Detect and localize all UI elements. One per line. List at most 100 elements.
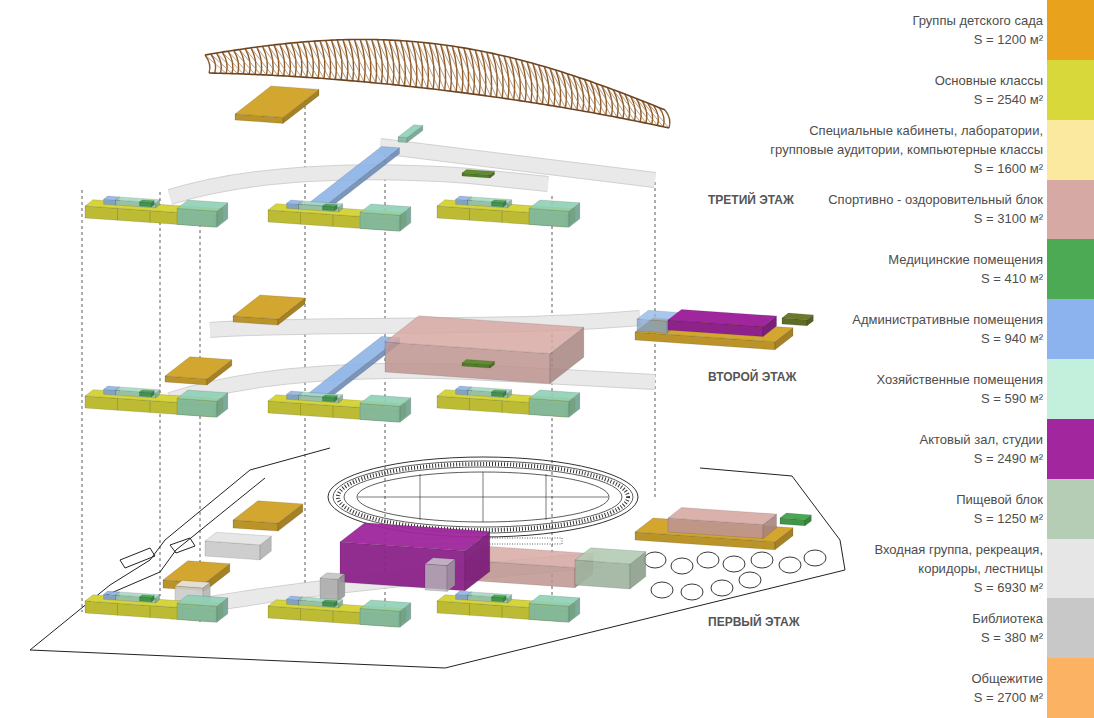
roof-brace <box>395 40 416 87</box>
roof-brace <box>590 81 611 116</box>
tree-symbol <box>739 572 761 588</box>
second-floor <box>85 295 813 422</box>
alignment-lines <box>82 100 655 622</box>
block-face <box>425 564 447 592</box>
block-face <box>462 170 495 176</box>
roof-brace <box>251 48 272 75</box>
legend-label: Основные классы S = 2540 м² <box>935 71 1043 109</box>
block-face <box>177 208 217 227</box>
roof-brace <box>257 47 278 76</box>
block-face <box>398 137 407 143</box>
third-floor <box>85 86 655 231</box>
roof-brace <box>355 39 376 82</box>
legend-label: Входная группа, рекреация, коридоры, лес… <box>874 540 1043 597</box>
legend-swatch <box>1047 419 1094 479</box>
roof-brace <box>234 50 255 74</box>
block-face <box>320 578 338 601</box>
block-face <box>492 390 507 393</box>
block-face <box>177 390 228 401</box>
roof-rib <box>205 55 210 73</box>
block-face <box>780 513 811 520</box>
medical-room <box>323 395 338 402</box>
tree-symbol <box>723 556 745 572</box>
roof-brace <box>360 39 381 83</box>
utility-room <box>299 201 343 212</box>
legend-label: Специальные кабинеты, лаборатории, групп… <box>770 121 1043 178</box>
utility-block <box>398 125 423 143</box>
floor-label: ТРЕТИЙ ЭТАЖ <box>708 193 794 207</box>
roof-brace <box>297 43 318 79</box>
first-floor <box>30 448 845 668</box>
assembly-hall <box>668 310 777 337</box>
roof-brace <box>211 54 232 74</box>
legend-label: Хозяйственные помещения S = 590 м² <box>876 370 1043 408</box>
running-track <box>357 472 609 522</box>
terrace <box>782 313 813 326</box>
roof-brace <box>418 42 439 90</box>
utility-block <box>360 600 411 627</box>
wing-divider <box>502 606 503 618</box>
roof-brace <box>406 41 427 88</box>
roof-brace <box>493 53 514 99</box>
block-face <box>529 390 580 401</box>
legend-swatch <box>1047 239 1094 299</box>
roof-brace <box>240 49 261 74</box>
corridor-outline <box>170 371 655 400</box>
utility-block <box>360 395 411 422</box>
tree-symbol <box>697 552 719 568</box>
block-face <box>165 357 232 379</box>
legend-swatch <box>1047 359 1094 419</box>
roof-brace <box>309 42 330 79</box>
roof-rib <box>550 68 555 106</box>
kindergarten-block <box>165 357 232 385</box>
medical-room <box>140 595 155 602</box>
roof-brace <box>412 41 433 89</box>
utility-room <box>468 592 512 603</box>
medical-room <box>492 390 507 397</box>
wing-divider <box>117 398 118 410</box>
tree-symbol <box>651 582 673 598</box>
library-block <box>320 573 345 602</box>
legend-label: Административные помещения S = 940 м² <box>852 310 1043 348</box>
block-face <box>177 200 228 211</box>
field-line <box>358 497 608 498</box>
tree-symbol <box>804 550 826 566</box>
roof-brace <box>274 45 295 77</box>
roof-brace <box>585 79 606 115</box>
legend-swatch <box>1047 658 1094 718</box>
legend-swatch <box>1047 598 1094 658</box>
running-track <box>333 461 633 533</box>
kindergarten-block <box>163 561 230 591</box>
roof-rib <box>539 65 544 104</box>
running-track <box>338 464 628 530</box>
roof-brace <box>205 55 226 73</box>
utility-room <box>299 597 343 608</box>
roof-brace <box>424 42 445 90</box>
block-face <box>235 86 319 117</box>
medical-room <box>323 204 338 211</box>
roof-brace <box>349 40 370 83</box>
medical-room <box>323 600 338 607</box>
roof-brace <box>401 41 422 88</box>
site-outline <box>30 468 845 668</box>
utility-block <box>529 390 580 417</box>
legend-label: Медицинские помещения S = 410 м² <box>888 250 1043 288</box>
roof-brace <box>303 42 324 79</box>
roof-brace <box>228 51 249 74</box>
roof-brace <box>222 52 243 74</box>
wing-divider <box>150 401 151 413</box>
medical-room <box>492 595 507 602</box>
roof-brace <box>320 41 341 80</box>
legend-swatch <box>1047 180 1094 240</box>
roof-brace <box>268 46 289 77</box>
block-face <box>782 313 813 320</box>
roof-brace <box>464 48 485 96</box>
roof-brace <box>245 49 266 75</box>
block-face <box>177 603 217 622</box>
roof-brace <box>441 44 462 92</box>
wing-divider <box>300 212 301 224</box>
legend-label: Общежитие S = 2700 м² <box>971 669 1043 707</box>
legend-label: Актовый зал, студии S = 2490 м² <box>920 430 1043 468</box>
roof-rib <box>533 63 538 103</box>
